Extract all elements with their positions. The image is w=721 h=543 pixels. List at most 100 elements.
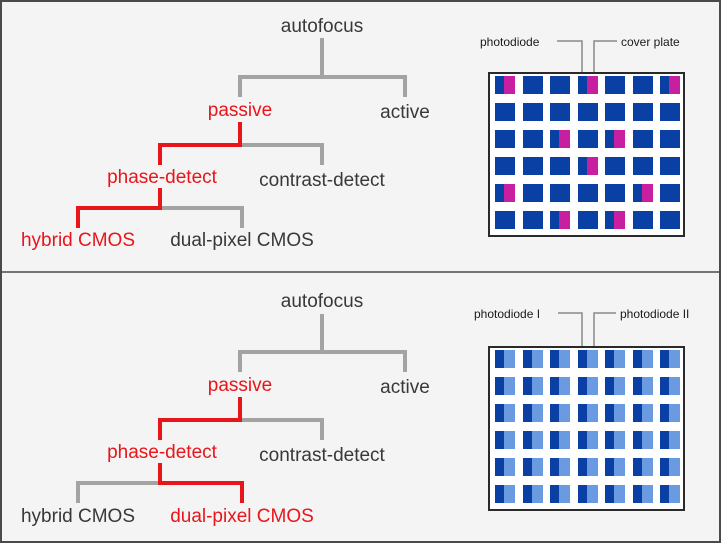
- photodiode-1-half: [605, 404, 614, 422]
- photodiode-1-half: [578, 404, 587, 422]
- top-panel: autofocus passive active phase-detect co…: [21, 16, 685, 251]
- tree-node-phase-detect: phase-detect: [107, 167, 218, 188]
- photodiode-pixel: [605, 184, 625, 202]
- photodiode-2-half: [614, 458, 625, 476]
- photodiode-1-half: [495, 377, 504, 395]
- tree-root-autofocus: autofocus: [281, 291, 363, 312]
- photodiode-2-half: [532, 431, 543, 449]
- photodiode-1-half: [550, 485, 559, 503]
- photodiode-1-half: [523, 377, 532, 395]
- photodiode-2-half: [532, 458, 543, 476]
- tree-node-contrast-detect: contrast-detect: [259, 445, 385, 466]
- photodiode-2-half: [614, 431, 625, 449]
- photodiode-2-half: [587, 377, 598, 395]
- photodiode-2-half: [614, 377, 625, 395]
- photodiode-1-half: [495, 458, 504, 476]
- photodiode-pixel: [660, 157, 680, 175]
- photodiode-2-half: [642, 431, 653, 449]
- tree-leaf-hybrid-cmos: hybrid CMOS: [21, 230, 135, 251]
- tree-root-autofocus: autofocus: [281, 16, 363, 37]
- photodiode-2-half: [559, 350, 570, 368]
- photodiode-1-half: [495, 350, 504, 368]
- photodiode-2-half: [504, 431, 515, 449]
- photodiode-1-half: [578, 377, 587, 395]
- photodiode-2-half: [669, 404, 680, 422]
- photodiode-2-half: [504, 458, 515, 476]
- photodiode-2-half: [504, 350, 515, 368]
- photodiode-pixel: [523, 184, 543, 202]
- photodiode-1-half: [550, 458, 559, 476]
- photodiode-1-half: [550, 404, 559, 422]
- photodiode-pixel: [660, 211, 680, 229]
- photodiode-2-half: [642, 377, 653, 395]
- photodiode-2-half: [587, 485, 598, 503]
- photodiode-1-half: [633, 431, 642, 449]
- photodiode-2-half: [559, 458, 570, 476]
- photodiode-1-half: [605, 350, 614, 368]
- photodiode-pixel: [633, 103, 653, 121]
- photodiode-1-half: [550, 350, 559, 368]
- photodiode-pixel: [495, 130, 515, 148]
- cover-plate: [504, 76, 515, 94]
- callout-line-cover-plate: [593, 40, 617, 82]
- tree-node-passive: passive: [208, 100, 272, 121]
- photodiode-1-half: [660, 485, 669, 503]
- photodiode-1-half: [495, 404, 504, 422]
- photodiode-1-half: [523, 431, 532, 449]
- photodiode-2-half: [642, 350, 653, 368]
- photodiode-1-half: [633, 350, 642, 368]
- photodiode-pixel: [550, 103, 570, 121]
- photodiode-2-half: [587, 458, 598, 476]
- cover-plate: [642, 184, 653, 202]
- photodiode-pixel: [523, 103, 543, 121]
- photodiode-1-half: [605, 377, 614, 395]
- photodiode-pixel: [523, 157, 543, 175]
- callout-line-photodiode: [557, 40, 583, 82]
- tree-node-contrast-detect: contrast-detect: [259, 170, 385, 191]
- photodiode-2-half: [532, 377, 543, 395]
- sensor-grid-hybrid-cmos: [488, 72, 685, 237]
- photodiode-pixel: [578, 211, 598, 229]
- bottom-panel: autofocus passive active phase-detect co…: [21, 291, 689, 527]
- photodiode-1-half: [550, 377, 559, 395]
- photodiode-2-half: [504, 485, 515, 503]
- cover-plate: [587, 76, 598, 94]
- cover-plate: [559, 211, 570, 229]
- photodiode-2-half: [559, 404, 570, 422]
- photodiode-1-half: [523, 485, 532, 503]
- tree-node-active: active: [380, 377, 430, 398]
- photodiode-1-half: [633, 404, 642, 422]
- photodiode-1-half: [578, 350, 587, 368]
- photodiode-2-half: [669, 485, 680, 503]
- photodiode-pixel: [605, 103, 625, 121]
- photodiode-1-half: [660, 377, 669, 395]
- photodiode-pixel: [660, 103, 680, 121]
- photodiode-2-half: [587, 431, 598, 449]
- photodiode-2-half: [642, 404, 653, 422]
- sensor-label-photodiode-1: photodiode I: [474, 307, 540, 321]
- photodiode-1-half: [495, 485, 504, 503]
- cover-plate: [614, 130, 625, 148]
- photodiode-pixel: [550, 76, 570, 94]
- tree-node-passive: passive: [208, 375, 272, 396]
- photodiode-2-half: [669, 458, 680, 476]
- photodiode-2-half: [587, 350, 598, 368]
- sensor-label-cover-plate: cover plate: [621, 35, 680, 49]
- tree-node-phase-detect: phase-detect: [107, 442, 218, 463]
- callout-line-photodiode-2: [593, 312, 616, 357]
- photodiode-pixel: [633, 130, 653, 148]
- photodiode-1-half: [633, 485, 642, 503]
- photodiode-pixel: [578, 103, 598, 121]
- photodiode-1-half: [660, 350, 669, 368]
- tree-leaf-dual-pixel-cmos: dual-pixel CMOS: [170, 506, 314, 527]
- photodiode-1-half: [633, 458, 642, 476]
- tree-node-active: active: [380, 102, 430, 123]
- cover-plate: [669, 76, 680, 94]
- photodiode-2-half: [642, 458, 653, 476]
- photodiode-1-half: [578, 431, 587, 449]
- photodiode-1-half: [605, 485, 614, 503]
- photodiode-2-half: [559, 431, 570, 449]
- photodiode-pixel: [605, 157, 625, 175]
- photodiode-pixel: [495, 103, 515, 121]
